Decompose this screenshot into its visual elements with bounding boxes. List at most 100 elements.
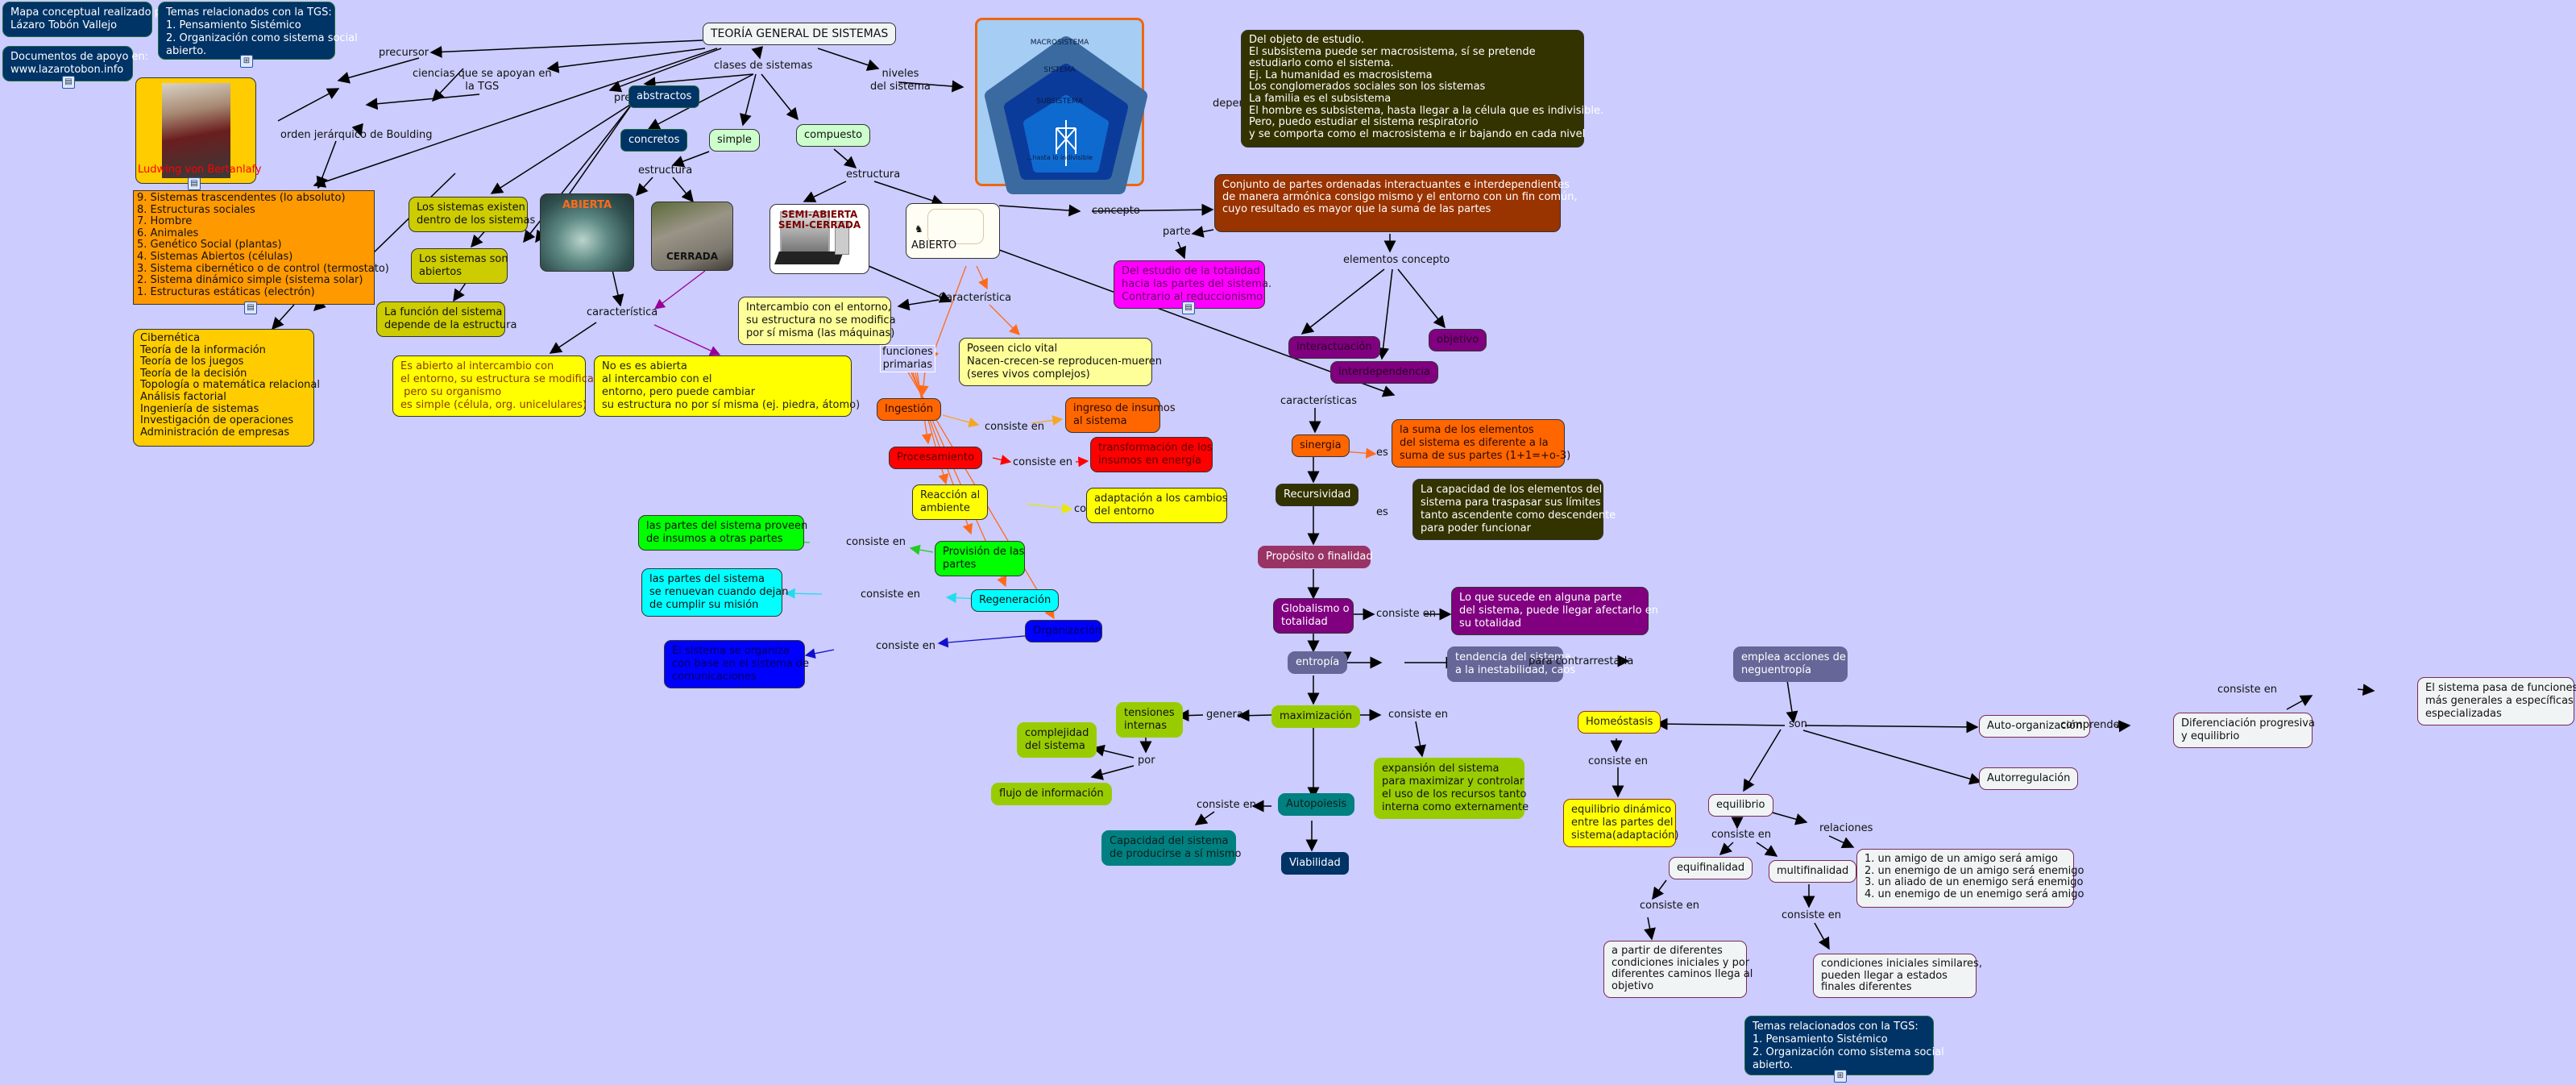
structure-label-simple: estructura xyxy=(638,164,693,177)
char-proposito[interactable]: Propósito o finalidad xyxy=(1258,546,1373,568)
abierto-label: ABIERTO xyxy=(911,239,957,252)
autopoiesis-description[interactable]: Capacidad del sistema de producirse a sí… xyxy=(1101,830,1241,866)
link-consiste-en: consiste en xyxy=(876,640,935,652)
related-topics-box-bottom: Temas relacionados con la TGS: 1. Pensam… xyxy=(1744,1016,1944,1075)
premise-3[interactable]: La función del sistema depende de la est… xyxy=(376,301,516,337)
diferenciacion-description[interactable]: El sistema pasa de funciones más general… xyxy=(2417,677,2576,725)
semi-abierta-description[interactable]: Intercambio con el entorno, su estructur… xyxy=(738,297,896,345)
parte-label: parte xyxy=(1163,226,1191,238)
auto-organizacion-node[interactable]: Auto-organización xyxy=(1979,715,2091,738)
char-maximizacion[interactable]: maximización xyxy=(1271,705,1360,728)
multifinalidad-description[interactable]: condiciones iniciales similares, pueden … xyxy=(1813,954,1982,998)
char-autopoiesis[interactable]: Autopoiesis xyxy=(1278,793,1355,816)
function-reaccion[interactable]: Reacción al ambiente xyxy=(912,484,989,520)
document-icon[interactable]: ▤ xyxy=(188,177,201,190)
levels-label: niveles del sistema xyxy=(870,68,931,93)
boulding-levels-box[interactable]: 9. Sistemas trascendentes (lo absoluto) … xyxy=(133,190,389,305)
link-es: es xyxy=(1376,447,1388,459)
abierto-image-node[interactable]: ♞ ABIERTO xyxy=(906,203,1000,259)
function-procesamiento[interactable]: Procesamiento xyxy=(889,447,983,469)
abierta-label: ABIERTA xyxy=(562,199,612,211)
recursividad-description[interactable]: La capacidad de los elementos del sistem… xyxy=(1412,479,1616,540)
portrait-image xyxy=(162,83,230,178)
equilibrio-node[interactable]: equilibrio xyxy=(1708,794,1773,817)
function-regeneracion[interactable]: Regeneración xyxy=(971,589,1060,612)
cerrada-image-node[interactable]: CERRADA xyxy=(651,202,733,271)
concepto-label: concepto xyxy=(1092,205,1140,217)
human-figure-icon xyxy=(1056,120,1077,166)
maximizacion-description[interactable]: expansión del sistema para maximizar y c… xyxy=(1374,758,1529,819)
subsistema-label: SUBSISTEMA xyxy=(1036,98,1083,106)
function-provision[interactable]: Provisión de las partes xyxy=(935,541,1025,576)
tensiones-internas[interactable]: tensiones internas xyxy=(1116,702,1183,738)
document-icon[interactable]: ▤ xyxy=(1182,301,1195,314)
entropia-description[interactable]: tendencia del sistema a la inestabilidad… xyxy=(1447,646,1575,682)
semi-abierta-image-node[interactable]: SEMI-ABIERTA SEMI-CERRADA xyxy=(769,204,869,274)
function-organizacion[interactable]: Organización xyxy=(1025,620,1102,642)
sinergia-description[interactable]: la suma de los elementos del sistema es … xyxy=(1392,419,1570,468)
char-sinergia[interactable]: sinergia xyxy=(1292,434,1350,457)
char-globalismo[interactable]: Globalismo o totalidad xyxy=(1273,598,1354,634)
char-viabilidad[interactable]: Viabilidad xyxy=(1281,852,1349,875)
provision-description[interactable]: las partes del sistema proveen de insumo… xyxy=(638,515,807,551)
organizacion-description[interactable]: El sistema se organiza con base en el si… xyxy=(664,640,809,688)
concept-map-link-icon[interactable]: ⊞ xyxy=(1834,1070,1847,1083)
homeostasis-description[interactable]: equilibrio dinámico entre las partes del… xyxy=(1563,799,1678,847)
contrarrestar-label: para contrarrestarla xyxy=(1529,655,1634,667)
link-consiste-en: consiste en xyxy=(1640,900,1699,912)
characteristic-label-compuesto: Característica xyxy=(939,292,1012,304)
characteristic-label-simple: característica xyxy=(587,306,658,318)
link-consiste-en: consiste en xyxy=(1013,456,1072,468)
relaciones-description[interactable]: 1. un amigo de un amigo será amigo 2. un… xyxy=(1856,849,2084,908)
link-consiste-en: consiste en xyxy=(861,588,920,601)
levels-diagram[interactable]: MACROSISTEMA SISTEMA SUBSISTEMA ...hasta… xyxy=(975,18,1148,194)
char-entropia[interactable]: entropía xyxy=(1288,651,1348,674)
parte-description[interactable]: Del estudio de la totalidad hacia las pa… xyxy=(1114,260,1271,309)
diferenciacion-node[interactable]: Diferenciación progresiva y equilibrio xyxy=(2173,713,2315,748)
ingestion-description[interactable]: ingreso de insumos al sistema xyxy=(1065,397,1176,433)
element-interactuacion[interactable]: interactuación xyxy=(1288,336,1380,359)
link-consiste-en: consiste en xyxy=(1711,829,1771,841)
procesamiento-description[interactable]: transformación de los insumos en energía xyxy=(1090,437,1213,472)
equifinalidad-description[interactable]: a partir de diferentes condiciones inici… xyxy=(1603,941,1753,998)
neguentropia-node[interactable]: emplea acciones de neguentropía xyxy=(1733,646,1848,682)
element-interdependencia[interactable]: interdependencia xyxy=(1330,361,1439,384)
sciences-list-box[interactable]: Cibernética Teoría de la información Teo… xyxy=(133,329,320,447)
premise-2[interactable]: Los sistemas son abiertos xyxy=(411,248,508,284)
regeneracion-description[interactable]: las partes del sistema se renuevan cuand… xyxy=(641,568,788,617)
class-compuesto[interactable]: compuesto xyxy=(796,124,871,147)
multifinalidad-node[interactable]: multifinalidad xyxy=(1769,860,1857,883)
abierto-description[interactable]: Poseen ciclo vital Nacen-crecen-se repro… xyxy=(959,338,1162,386)
concept-description[interactable]: Conjunto de partes ordenadas interactuan… xyxy=(1214,174,1578,232)
char-recursividad[interactable]: Recursividad xyxy=(1276,484,1359,506)
complejidad-node[interactable]: complejidad del sistema xyxy=(1017,722,1097,758)
document-icon[interactable]: ▤ xyxy=(244,301,257,314)
cerrada-description[interactable]: No es es abierta al intercambio con el e… xyxy=(594,355,860,417)
caracteristicas-label: características xyxy=(1280,395,1357,407)
class-abstractos[interactable]: abstractos xyxy=(628,85,700,108)
document-icon[interactable]: ▤ xyxy=(62,76,75,89)
cerrada-label: CERRADA xyxy=(666,251,719,262)
autorregulacion-node[interactable]: Autorregulación xyxy=(1979,767,2079,790)
primary-functions-label: funciones primarias xyxy=(880,345,935,372)
flujo-informacion-node[interactable]: flujo de información xyxy=(991,783,1112,805)
homeostasis-node[interactable]: Homeóstasis xyxy=(1578,711,1661,734)
function-ingestion[interactable]: Ingestión xyxy=(877,398,941,421)
class-simple[interactable]: simple xyxy=(709,129,760,152)
root-concept[interactable]: TEORÍA GENERAL DE SISTEMAS xyxy=(703,23,897,45)
element-objetivo[interactable]: objetivo xyxy=(1429,329,1487,351)
globalismo-description[interactable]: Lo que sucede en alguna parte del sistem… xyxy=(1451,587,1658,635)
boulding-label: orden jerárquico de Boulding xyxy=(280,129,433,141)
bertalanffy-photo-node[interactable]: Ludwing von Bertanlafy xyxy=(135,77,262,184)
reaccion-description[interactable]: adaptación a los cambios del entorno xyxy=(1086,488,1228,523)
classes-label: clases de sistemas xyxy=(714,60,813,72)
support-docs-box[interactable]: Documentos de apoyo en: www.lazarotobon.… xyxy=(2,46,148,81)
levels-description[interactable]: Del objeto de estudio. El subsistema pue… xyxy=(1241,30,1603,148)
premise-1[interactable]: Los sistemas existen dentro de los siste… xyxy=(409,197,535,232)
abierta-description[interactable]: Es abierto al intercambio con el entorno… xyxy=(392,355,594,417)
equifinalidad-node[interactable]: equifinalidad xyxy=(1669,857,1753,879)
concept-map-link-icon[interactable]: ⊞ xyxy=(240,55,253,68)
abierta-image-node[interactable]: ABIERTA xyxy=(540,193,634,272)
class-concretos[interactable]: concretos xyxy=(620,129,688,152)
